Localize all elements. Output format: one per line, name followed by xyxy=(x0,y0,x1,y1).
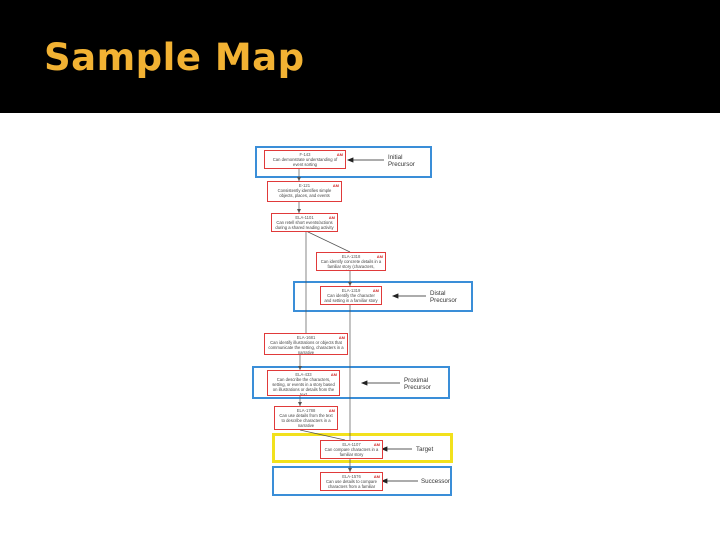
node-tag: AM xyxy=(338,335,345,340)
node-code: ELA-1576 xyxy=(342,474,361,479)
node-code: E-121 xyxy=(298,183,311,188)
map-node[interactable]: AM ELA-1318 Can identify concrete detail… xyxy=(316,252,386,271)
map-node[interactable]: AM ELA-1681 Can identify illustrations o… xyxy=(264,333,348,355)
node-text: Can retell short events/actions during a… xyxy=(275,220,334,230)
band-distal xyxy=(293,281,473,312)
node-text: Can compare characters in a familiar sto… xyxy=(324,447,379,457)
band-label-target: Target xyxy=(416,446,434,453)
node-text: Can use details from the text to describ… xyxy=(279,413,333,428)
map-node[interactable]: AM F-143 Can demonstrate understanding o… xyxy=(264,150,346,169)
map-node[interactable]: AM ELA-1319 Can identify the character a… xyxy=(320,286,382,305)
node-code: ELA-1319 xyxy=(341,288,361,293)
map-node[interactable]: AM ELA-1576 Can use details to compare c… xyxy=(320,472,383,491)
node-code: ELA-1788 xyxy=(296,408,316,413)
node-tag: AM xyxy=(373,474,380,479)
node-text: Can identify illustrations or objects th… xyxy=(268,340,344,355)
slide-title: Sample Map xyxy=(44,36,305,79)
node-tag: AM xyxy=(336,152,343,157)
node-code: ELA-1101 xyxy=(295,215,314,220)
node-tag: AM xyxy=(328,408,335,413)
node-code: ELA-1318 xyxy=(341,254,361,259)
node-text: Consistently identifies simple objects, … xyxy=(277,188,332,198)
node-text: Can describe the characters, setting, or… xyxy=(272,377,335,396)
map-node[interactable]: AM E-121 Consistently identifies simple … xyxy=(267,181,342,202)
node-tag: AM xyxy=(373,442,380,447)
map-node[interactable]: AM ELA-1107 Can compare characters in a … xyxy=(320,440,383,459)
node-text: Can identify the character and setting i… xyxy=(324,293,378,303)
node-text: Can use details to compare characters fr… xyxy=(326,479,377,490)
node-code: F-143 xyxy=(299,152,311,157)
map-node[interactable]: AM ELA-1788 Can use details from the tex… xyxy=(274,406,338,430)
node-code: ELA-433 xyxy=(295,372,312,377)
map-node[interactable]: AM ELA-1101 Can retell short events/acti… xyxy=(271,213,338,232)
node-tag: AM xyxy=(372,288,379,293)
node-tag: AM xyxy=(376,254,383,259)
node-code: ELA-1681 xyxy=(296,335,316,340)
node-tag: AM xyxy=(328,215,335,220)
node-code: ELA-1107 xyxy=(342,442,361,447)
band-label-successor: Successor xyxy=(421,478,450,485)
node-text: Can demonstrate understanding of event s… xyxy=(272,157,338,167)
node-text: Can identify concrete details in a famil… xyxy=(320,259,382,270)
node-tag: AM xyxy=(332,183,339,188)
node-tag: AM xyxy=(330,372,337,377)
map-node[interactable]: AM ELA-433 Can describe the characters, … xyxy=(267,370,340,396)
title-bar: Sample Map xyxy=(0,0,720,113)
